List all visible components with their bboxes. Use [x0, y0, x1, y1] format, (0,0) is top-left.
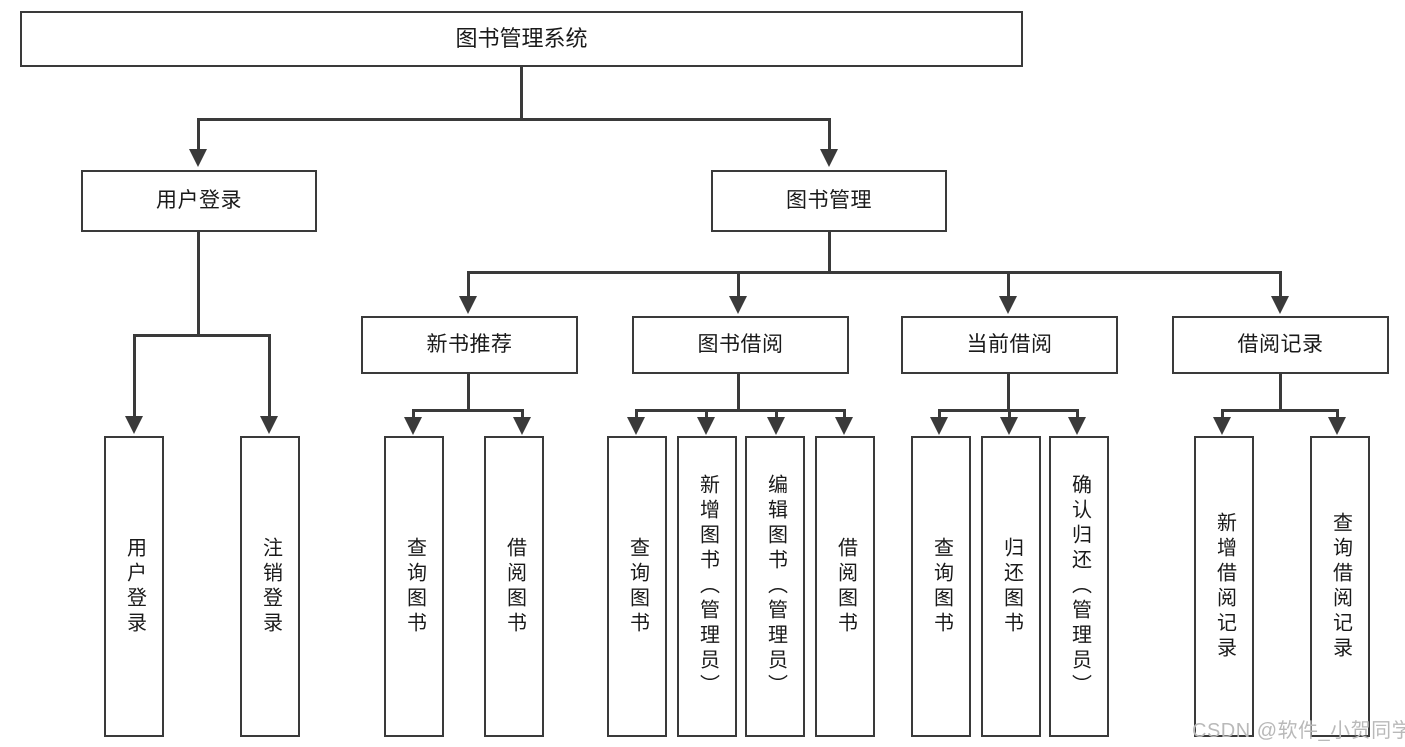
- node-label: 用户登录: [156, 188, 242, 212]
- leaf-node-borrow-book-recommend[interactable]: 借阅图书: [484, 436, 544, 737]
- edge-book-borrow-to-leaf-1: [635, 409, 638, 419]
- edge-to-current-borrow: [1007, 271, 1010, 298]
- edge-book-borrow-to-leaf-3: [775, 409, 778, 419]
- leaf-node-borrow-book[interactable]: 借阅图书: [815, 436, 875, 737]
- node-label: 注销登录: [259, 536, 282, 637]
- node-label: 归还图书: [1000, 536, 1023, 637]
- edge-to-book-borrow: [737, 271, 740, 298]
- node-label: 编辑图书（管理员）: [764, 474, 787, 699]
- node-label: 用户登录: [123, 536, 146, 637]
- leaf-node-query-book-borrow[interactable]: 查询图书: [607, 436, 667, 737]
- edge-to-new-book-recommend: [467, 271, 470, 298]
- node-label: 新书推荐: [426, 332, 513, 356]
- edge-borrow-record-stem: [1279, 374, 1282, 409]
- edge-current-borrow-to-leaf-2: [1008, 409, 1011, 419]
- edge-current-borrow-to-leaf-3: [1076, 409, 1079, 419]
- node-borrow-record[interactable]: 借阅记录: [1172, 316, 1389, 374]
- arrowhead-leaf-query-book-a: [404, 417, 422, 435]
- edge-borrow-record-to-leaf-1: [1221, 409, 1224, 419]
- edge-book-borrow-bar: [635, 409, 845, 412]
- node-label: 图书管理: [786, 188, 872, 212]
- node-label: 借阅图书: [503, 536, 526, 637]
- arrowhead-leaf-confirm-return: [1068, 417, 1086, 435]
- edge-current-borrow-to-leaf-1: [938, 409, 941, 419]
- node-book-borrow[interactable]: 图书借阅: [632, 316, 849, 374]
- arrowhead-leaf-query-record: [1328, 417, 1346, 435]
- edge-borrow-record-bar: [1221, 409, 1339, 412]
- leaf-node-add-borrow-record[interactable]: 新增借阅记录: [1194, 436, 1254, 737]
- node-label: 新增借阅记录: [1213, 511, 1236, 662]
- arrowhead-leaf-query-book-b: [627, 417, 645, 435]
- leaf-node-add-book-admin[interactable]: 新增图书（管理员）: [677, 436, 737, 737]
- leaf-node-confirm-return-admin[interactable]: 确认归还（管理员）: [1049, 436, 1109, 737]
- edge-borrow-record-to-leaf-2: [1336, 409, 1339, 419]
- arrowhead-leaf-borrow-book-a: [513, 417, 531, 435]
- edge-user-login-bar: [133, 334, 271, 337]
- arrowhead-book-manage: [820, 149, 838, 167]
- edge-new-book-to-leaf-2: [521, 409, 524, 419]
- leaf-node-query-book-recommend[interactable]: 查询图书: [384, 436, 444, 737]
- node-book-management[interactable]: 图书管理: [711, 170, 947, 232]
- leaf-node-query-book-current[interactable]: 查询图书: [911, 436, 971, 737]
- edge-root-to-user-login: [197, 118, 200, 151]
- edge-current-borrow-stem: [1007, 374, 1010, 409]
- leaf-node-user-login[interactable]: 用户登录: [104, 436, 164, 737]
- node-user-login[interactable]: 用户登录: [81, 170, 317, 232]
- edge-book-borrow-to-leaf-4: [843, 409, 846, 419]
- edge-new-book-bar: [412, 409, 524, 412]
- node-new-book-recommend[interactable]: 新书推荐: [361, 316, 578, 374]
- edge-book-manage-bar: [467, 271, 1282, 274]
- node-label: 查询图书: [403, 536, 426, 637]
- node-label: 当前借阅: [966, 332, 1053, 356]
- node-label: 图书管理系统: [455, 26, 588, 52]
- node-root-system[interactable]: 图书管理系统: [20, 11, 1023, 67]
- node-label: 借阅图书: [834, 536, 857, 637]
- edge-root-stem: [520, 67, 523, 118]
- edge-book-borrow-stem: [737, 374, 740, 409]
- edge-root-bar: [197, 118, 831, 121]
- leaf-node-logout[interactable]: 注销登录: [240, 436, 300, 737]
- leaf-node-edit-book-admin[interactable]: 编辑图书（管理员）: [745, 436, 805, 737]
- edge-user-login-to-leaf-2: [268, 334, 271, 418]
- arrowhead-new-book-recommend: [459, 296, 477, 314]
- watermark-text: CSDN @软件_小贺同学: [1192, 720, 1405, 742]
- edge-user-login-stem: [197, 232, 200, 334]
- node-label: 查询图书: [626, 536, 649, 637]
- arrowhead-user-login: [189, 149, 207, 167]
- leaf-node-return-book[interactable]: 归还图书: [981, 436, 1041, 737]
- arrowhead-leaf-edit-book: [767, 417, 785, 435]
- node-label: 新增图书（管理员）: [696, 474, 719, 699]
- arrowhead-leaf-borrow-book-b: [835, 417, 853, 435]
- arrowhead-leaf-user-login: [125, 416, 143, 434]
- arrowhead-leaf-add-record: [1213, 417, 1231, 435]
- arrowhead-leaf-add-book: [697, 417, 715, 435]
- arrowhead-leaf-logout: [260, 416, 278, 434]
- edge-to-borrow-record: [1279, 271, 1282, 298]
- node-current-borrow[interactable]: 当前借阅: [901, 316, 1118, 374]
- edge-book-borrow-to-leaf-2: [705, 409, 708, 419]
- node-label: 确认归还（管理员）: [1068, 474, 1091, 699]
- node-label: 借阅记录: [1237, 332, 1324, 356]
- arrowhead-current-borrow: [999, 296, 1017, 314]
- leaf-node-query-borrow-record[interactable]: 查询借阅记录: [1310, 436, 1370, 737]
- node-label: 查询图书: [930, 536, 953, 637]
- edge-user-login-to-leaf-1: [133, 334, 136, 418]
- edge-root-to-book-manage: [828, 118, 831, 151]
- node-label: 图书借阅: [697, 332, 784, 356]
- arrowhead-leaf-return-book: [1000, 417, 1018, 435]
- edge-new-book-to-leaf-1: [412, 409, 415, 419]
- edge-new-book-stem: [467, 374, 470, 409]
- edge-book-manage-stem: [828, 232, 831, 271]
- arrowhead-book-borrow: [729, 296, 747, 314]
- node-label: 查询借阅记录: [1329, 511, 1352, 662]
- arrowhead-borrow-record: [1271, 296, 1289, 314]
- arrowhead-leaf-query-book-c: [930, 417, 948, 435]
